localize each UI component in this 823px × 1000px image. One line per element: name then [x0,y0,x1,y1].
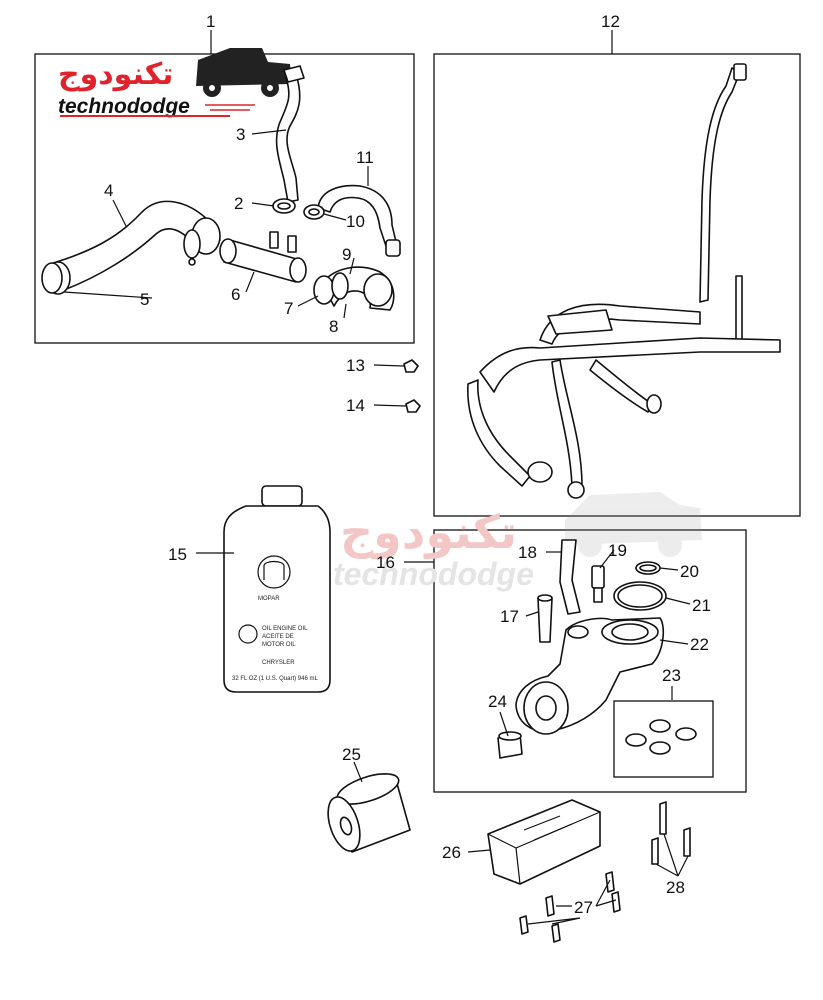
callout-3: 3 [236,125,245,144]
logo-latin: technododge [58,95,190,118]
part-12-hose-assembly [467,63,781,499]
callout-14: 14 [346,396,365,415]
callout-11: 11 [356,148,374,167]
bottle-brand: MOPAR [258,596,280,602]
logo-arabic: تكنودوج [58,57,173,92]
callout-2: 2 [234,194,243,213]
callout-12: 12 [601,12,620,31]
part-22-housing [515,617,665,735]
part-14-nut [405,399,421,413]
callout-21: 21 [692,596,711,615]
callout-28: 28 [666,878,685,897]
part-18-tube [559,539,581,615]
part-24-fitting [497,731,523,759]
callout-10: 10 [346,212,365,231]
part-2-clamp [272,198,296,214]
part-21-seal [613,581,667,611]
callout-23: 23 [662,666,681,685]
callout-17: 17 [500,607,519,626]
callout-4: 4 [104,181,113,200]
bottle-label-line-2: ACEITE DE [262,634,294,640]
part-17-tube [537,594,553,643]
watermark-arabic: تكنودوج [340,505,517,559]
part-25-oil-filter [327,773,411,853]
callout-15: 15 [168,545,187,564]
part-9-clamp [331,272,349,300]
callout-18: 18 [518,543,537,562]
part-7-clamp [313,275,335,305]
logo: تكنودوج technododge [58,48,292,118]
jeep-icon [196,48,292,97]
callout-19: 19 [608,541,627,560]
bottle-label-line-1: OIL ENGINE OIL [262,626,308,632]
part-28-studs [651,801,691,865]
part-19-sensor [591,565,605,603]
bottle-volume: 32 FL OZ (1 U.S. Quart) 946 mL [232,676,318,682]
callout-13: 13 [346,356,365,375]
callout-1: 1 [206,12,215,31]
part-23-seal-kit [625,719,697,755]
callout-6: 6 [231,285,240,304]
box-seal-kit [613,700,714,778]
part-13-nut [403,359,419,373]
box-oil-filter-housing [433,529,747,793]
part-3-hose [275,65,305,203]
part-20-seal [635,561,661,575]
callout-7: 7 [284,299,293,318]
callout-9: 9 [342,245,351,264]
callout-27: 27 [574,898,593,917]
callout-25: 25 [342,745,361,764]
callout-26: 26 [442,843,461,862]
part-11-hose [317,184,401,257]
callout-22: 22 [690,635,709,654]
part-27-bolts [519,871,621,943]
bottle-small-text: CHRYSLER [262,660,295,666]
bottle-label-line-3: MOTOR OIL [262,642,296,648]
callout-5: 5 [140,290,149,309]
part-15-oil-bottle: MOPAR OIL ENGINE OIL ACEITE DE MOTOR OIL… [223,485,331,693]
callout-16: 16 [376,553,395,572]
callout-8: 8 [329,317,338,336]
leader-lines [63,30,691,925]
part-5-clamp [41,229,201,294]
part-10-clamp [303,204,325,220]
callout-24: 24 [488,692,507,711]
box-hose-assembly [433,53,801,517]
part-26-oil-cooler [487,799,601,885]
watermark-jeep-icon [565,492,702,557]
callout-20: 20 [680,562,699,581]
part-6-pipe [219,231,307,283]
